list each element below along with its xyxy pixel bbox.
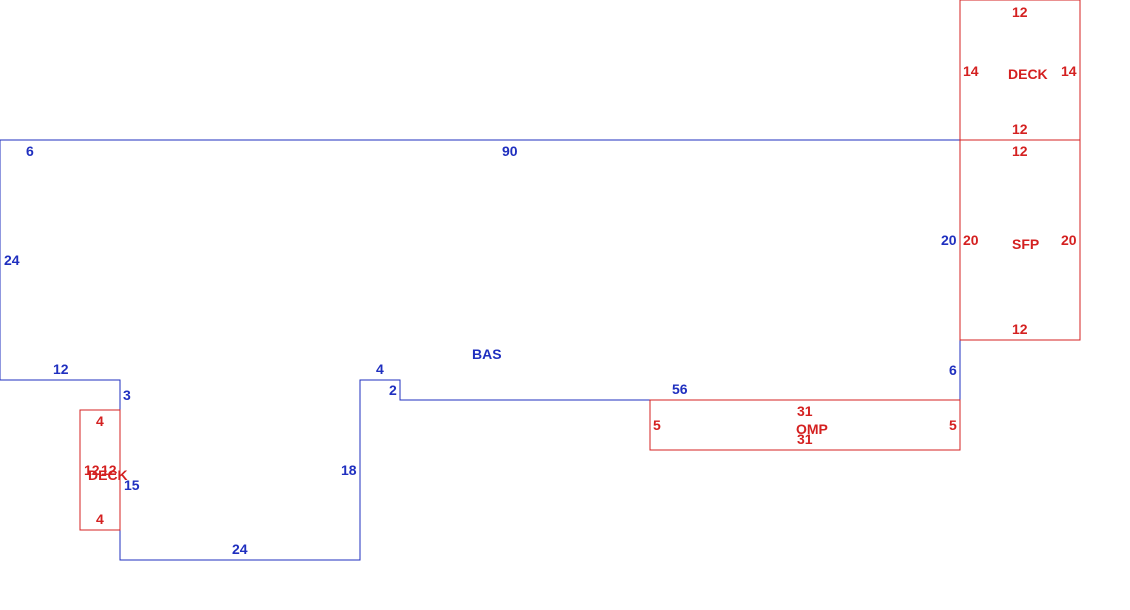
bas-dim-right: 20	[941, 232, 957, 248]
bas-dim-notch-step: 2	[389, 382, 397, 398]
deck-left-dim-left: 12	[84, 462, 100, 478]
bas-dim-left: 24	[4, 252, 20, 268]
bas-dim-step-right: 3	[123, 387, 131, 403]
deck-left-dim-right: 12	[101, 462, 117, 478]
deck-left-dim-top: 4	[96, 413, 104, 429]
omp-dim-top: 31	[797, 403, 813, 419]
deck-top-dim-left: 14	[963, 63, 979, 79]
bas-dim-right-lower: 6	[949, 362, 957, 378]
bas-dim-bottom-right-run: 56	[672, 381, 688, 397]
sfp-area-label: SFP	[1012, 236, 1039, 252]
omp-dim-right: 5	[949, 417, 957, 433]
omp-outline	[649, 399, 961, 451]
deck-top-dim-right: 14	[1061, 63, 1077, 79]
bas-dim-inner-vertical: 15	[124, 477, 140, 493]
bas-area-label: BAS	[472, 346, 502, 362]
omp-dim-bottom: 31	[797, 431, 813, 447]
deck-left-area-label: DECK	[88, 467, 128, 483]
bas-dim-notch-top: 4	[376, 361, 384, 377]
bas-dim-top-main: 90	[502, 143, 518, 159]
bas-dim-step-top: 12	[53, 361, 69, 377]
sfp-dim-left: 20	[963, 232, 979, 248]
deck-left-dim-bottom: 4	[96, 511, 104, 527]
deck-top-area-label: DECK	[1008, 66, 1048, 82]
sfp-outline	[959, 139, 1081, 341]
omp-dim-left: 5	[653, 417, 661, 433]
omp-area-label: OMP	[796, 421, 828, 437]
sfp-dim-bottom: 12	[1012, 321, 1028, 337]
bas-dim-bottom: 24	[232, 541, 248, 557]
deck-left-outline	[79, 409, 121, 531]
sfp-dim-top: 12	[1012, 143, 1028, 159]
deck-top-dim-bottom: 12	[1012, 121, 1028, 137]
sfp-dim-right: 20	[1061, 232, 1077, 248]
bas-dim-notch-vertical: 18	[341, 462, 357, 478]
deck-top-dim-top: 12	[1012, 4, 1028, 20]
bas-dim-top-left: 6	[26, 143, 34, 159]
